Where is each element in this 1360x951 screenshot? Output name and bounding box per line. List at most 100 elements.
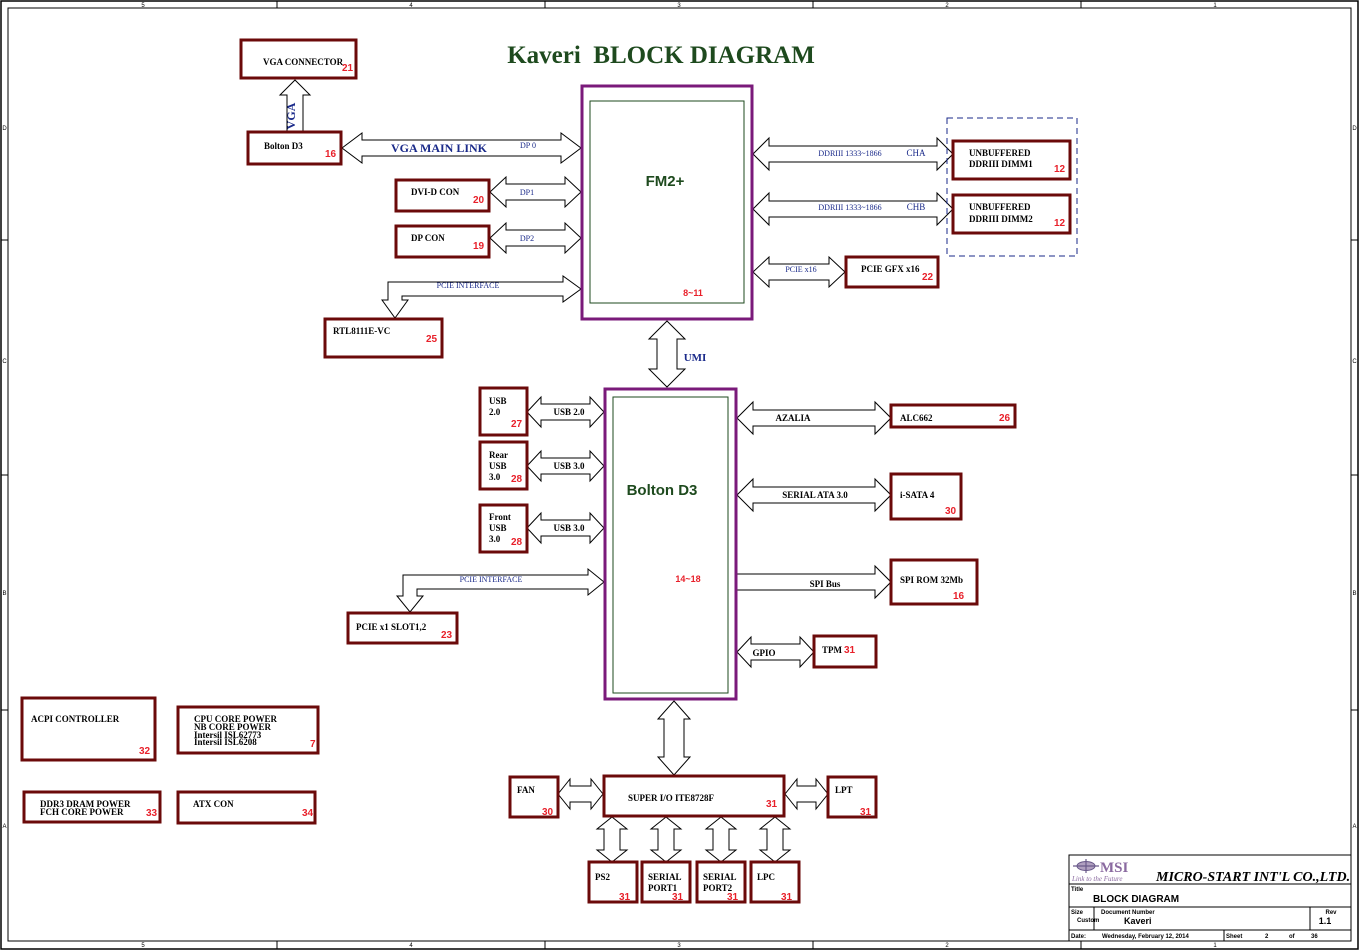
bus-ddr-cha-label: DDRIII 1333~1866 [818,149,881,158]
fm2-label: FM2+ [646,173,685,190]
date-label: Date: [1071,934,1086,940]
pcie-x1-slot-block-border [346,611,459,645]
umi-arrow [647,320,687,388]
vga-connector-block-border [239,38,358,80]
bus-dp1-label: DP1 [520,188,534,197]
bus-dp0-label: DP 0 [520,141,536,150]
company-name: MICRO-START INT'L CO.,LTD. [1155,870,1350,885]
bus-umi-label: UMI [684,352,707,364]
atx-con-block-border [176,790,317,825]
alc662-block-page-ref: 26 [999,413,1011,424]
serial-port2-block-page-ref: 31 [727,892,739,903]
cpu-core-power-block-line1: CPU CORE POWER [194,714,278,724]
rear-usb30-block-page-ref: 28 [511,474,523,485]
rear-usb30-block-border [478,440,529,491]
date-value: Wednesday, February 12, 2014 [1102,934,1189,940]
fm2-chip[interactable]: FM2+ 8~11 [580,84,754,321]
ddr3-dram-power-block-line2: FCH CORE POWER [40,807,124,817]
msi-logo-tagline: Link to the Future [1071,875,1122,883]
dp-con-block-page-ref: 19 [473,241,485,252]
atx-con-block-page-ref: 34 [302,808,314,819]
sheet-label: Sheet [1226,934,1242,940]
dvi-d-con-block-page-ref: 20 [473,195,485,206]
serial-port2-block-line1: SERIAL [703,872,737,882]
azalia-arrow [736,400,892,436]
ddr3-dram-power-block-page-ref: 33 [146,808,158,819]
title-value: BLOCK DIAGRAM [1093,894,1179,905]
serial-port1-block-line1: SERIAL [648,872,682,882]
ruler-col-1: 1 [1213,3,1217,9]
serial-port1-block-page-ref: 31 [672,892,684,903]
ps2-block-label: PS2 [595,872,611,882]
ruler-row-b-right: B [1352,591,1356,597]
fan-block-page-ref: 30 [542,807,554,818]
super-io-block-page-ref: 31 [766,799,778,810]
bolton-label: Bolton D3 [627,482,698,499]
dp2-arrow [489,221,582,255]
bus-cha-label: CHA [906,148,926,158]
bus-pcie-interface-bottom-label: PCIE INTERFACE [460,575,523,584]
alc662-block-border [889,403,1017,429]
ddr3-dram-power-block-border [22,790,162,824]
acpi-controller-block-border [20,696,157,762]
bus-dp2-label: DP2 [520,234,534,243]
front-usb30-block-line1: Front [489,512,511,522]
lpc-block-border [749,860,801,904]
usb20-block-line1: USB [489,396,507,406]
dimm2-block-page-ref: 12 [1054,218,1066,229]
spi-rom-block-label: SPI ROM 32Mb [900,575,963,585]
tpm-block-label: TPM [822,645,843,655]
msi-logo: MSI Link to the Future [1071,859,1129,883]
ruler-row-d-right: D [1352,126,1357,132]
tpm-block-border [812,634,878,669]
serial2-arrow [704,816,738,863]
pcie-x1-slot-block[interactable]: PCIE x1 SLOT1,223 [346,611,459,645]
dimm2-block-border [951,193,1072,235]
isata-block-label: i-SATA 4 [900,490,935,500]
rtl8111-block-border [323,317,444,359]
ps2-block-border [587,860,639,904]
rear-usb30-block-line2: USB [489,461,507,471]
ruler-col-5: 5 [141,3,145,9]
bus-sata-label: SERIAL ATA 3.0 [782,490,848,500]
vga-connector-block-label: VGA CONNECTOR [263,57,344,67]
sheet-number: 2 [1265,934,1269,940]
dvi-d-con-block-border [394,178,491,213]
front-usb30-block-page-ref: 28 [511,537,523,548]
ruler-col-1-bottom: 1 [1213,943,1217,949]
bus-pcie-x16-label: PCIE x16 [785,265,816,274]
super-io-block-border [602,774,786,818]
bolton-d3-small-block-page-ref: 16 [325,149,337,160]
size-label: Size [1071,910,1084,916]
bolton-chip[interactable]: Bolton D3 14~18 [603,387,738,701]
acpi-controller-block-page-ref: 32 [139,746,151,757]
isata-block[interactable]: i-SATA 430 [889,472,963,521]
doc-number-value: Kaveri [1124,916,1152,926]
bolton-d3-small-block-border [246,130,343,166]
